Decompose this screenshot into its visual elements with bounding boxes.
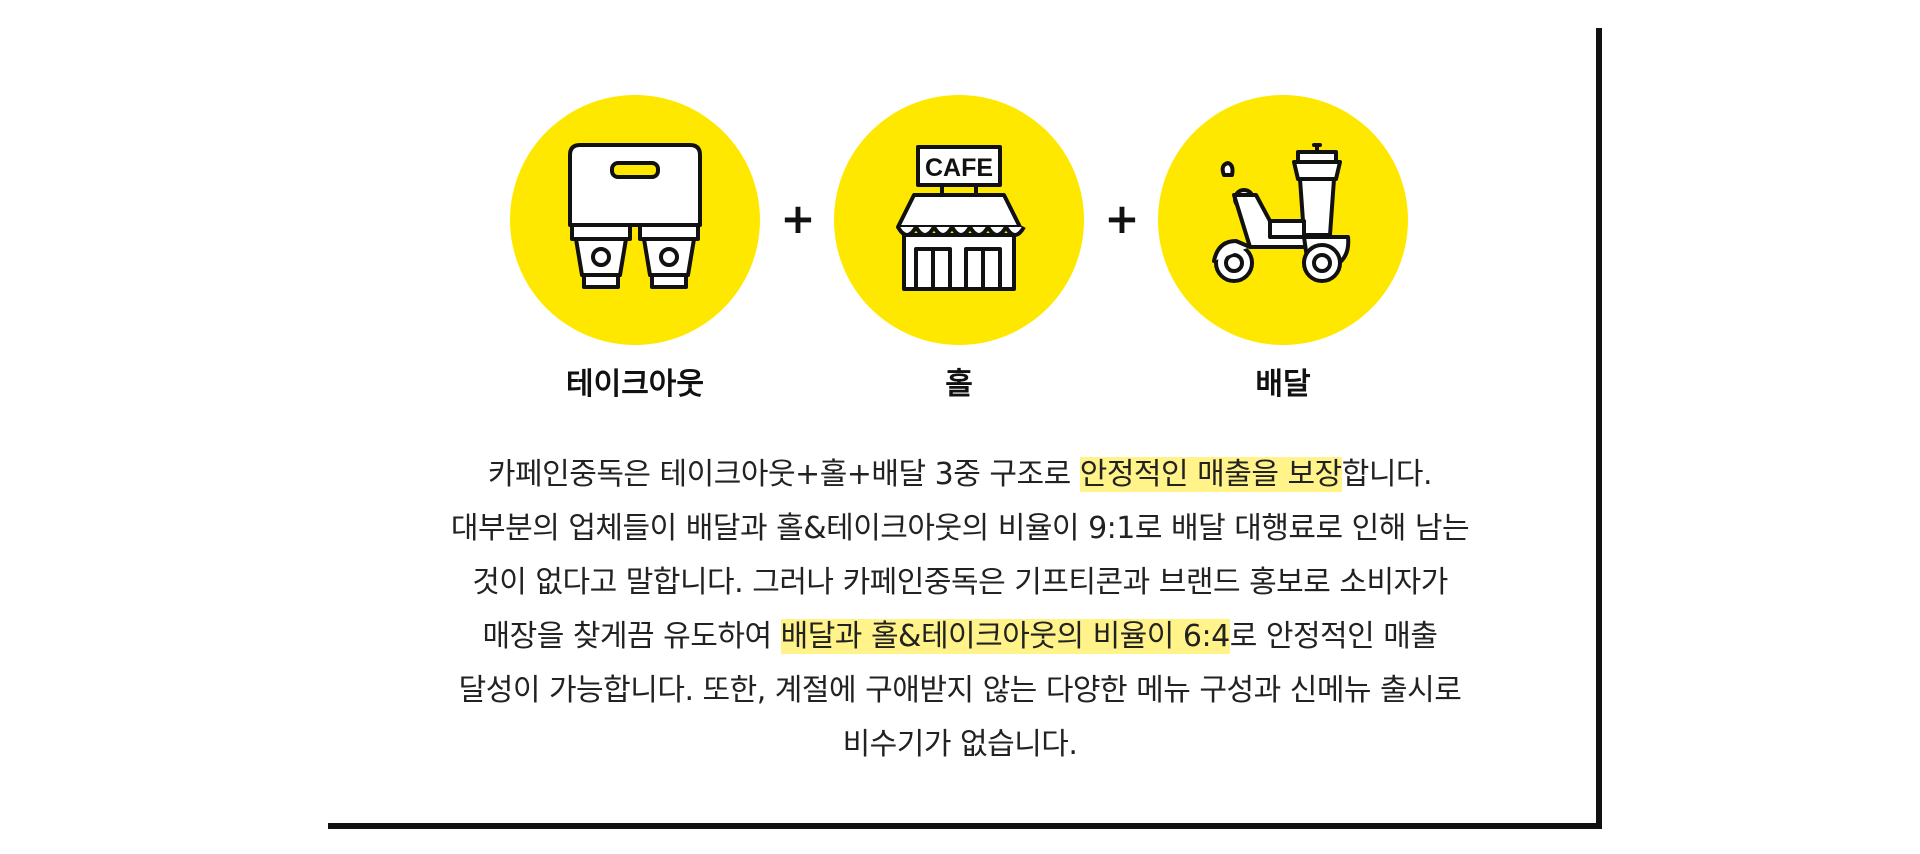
description-line-4: 매장을 찾게끔 유도하여 배달과 홀&테이크아웃의 비율이 6:4로 안정적인 … xyxy=(400,610,1520,664)
takeout-label: 테이크아웃 xyxy=(566,367,704,402)
description-text: 로 안정적인 매출 xyxy=(1229,619,1438,654)
frame-border-right xyxy=(1596,28,1602,828)
takeout-coffee-carrier-icon xyxy=(568,143,702,289)
cafe-sign-text: CAFE xyxy=(925,154,993,182)
delivery-circle xyxy=(1158,95,1408,345)
hall-circle: CAFE xyxy=(834,95,1084,345)
cafe-storefront-icon: CAFE xyxy=(896,145,1026,291)
description-text: 매장을 찾게끔 유도하여 xyxy=(482,619,781,654)
delivery-label: 배달 xyxy=(1255,367,1311,402)
takeout-circle xyxy=(510,95,760,345)
description-line-5: 달성이 가능합니다. 또한, 계절에 구애받지 않는 다양한 메뉴 구성과 신메… xyxy=(458,673,1462,708)
description-line-6: 비수기가 없습니다. xyxy=(842,727,1078,762)
description-text: 카페인중독은 테이크아웃+홀+배달 3중 구조로 xyxy=(487,457,1080,492)
plus-sign-1: + xyxy=(780,194,816,243)
highlight-stable-sales: 안정적인 매출을 보장 xyxy=(1079,457,1342,492)
description-line-1: 카페인중독은 테이크아웃+홀+배달 3중 구조로 안정적인 매출을 보장합니다. xyxy=(400,448,1520,502)
plus-sign-2: + xyxy=(1104,194,1140,243)
description-text: 합니다. xyxy=(1341,457,1433,492)
description-line-2: 대부분의 업체들이 배달과 홀&테이크아웃의 비율이 9:1로 배달 대행료로 … xyxy=(450,511,1470,546)
highlight-ratio: 배달과 홀&테이크아웃의 비율이 6:4 xyxy=(780,619,1230,654)
description-paragraph: 카페인중독은 테이크아웃+홀+배달 3중 구조로 안정적인 매출을 보장합니다.… xyxy=(400,448,1520,772)
delivery-scooter-icon xyxy=(1212,143,1351,283)
description-line-3: 것이 없다고 말합니다. 그러나 카페인중독은 기프티콘과 브랜드 홍보로 소비… xyxy=(472,565,1448,600)
frame-border-bottom xyxy=(328,823,1602,829)
hall-label: 홀 xyxy=(945,367,973,402)
